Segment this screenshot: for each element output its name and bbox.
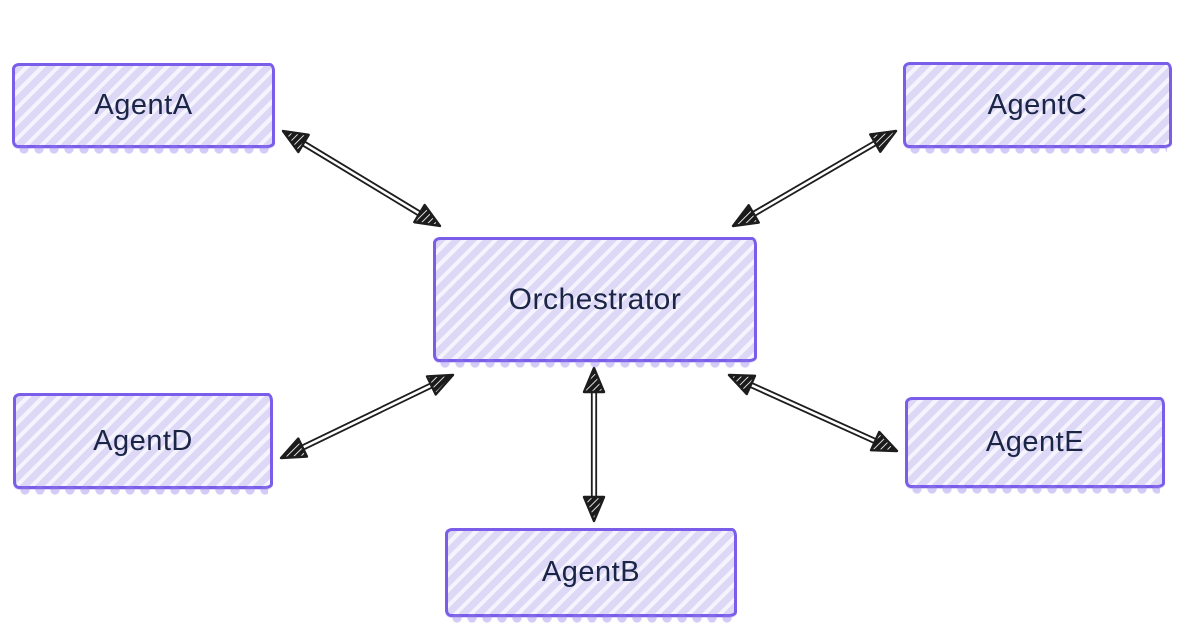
node-agent-b: AgentB — [445, 528, 737, 623]
node-agent-c: AgentC — [903, 62, 1172, 154]
edge-agenta-orchestrator — [281, 129, 442, 228]
node-orchestrator-label: Orchestrator — [508, 282, 682, 316]
node-agent-e: AgentE — [905, 397, 1165, 494]
node-agent-d: AgentD — [13, 393, 273, 495]
edge-agentc-orchestrator — [731, 129, 898, 228]
edge-agentb-orchestrator — [582, 366, 606, 523]
edge-agente-orchestrator — [727, 373, 899, 453]
node-agent-d-label: AgentD — [93, 424, 193, 457]
node-agent-a-label: AgentA — [94, 89, 193, 121]
node-agent-b-label: AgentB — [541, 556, 641, 588]
node-orchestrator: Orchestrator — [433, 237, 757, 368]
edge-agentd-orchestrator — [279, 373, 455, 460]
node-agent-c-label: AgentC — [987, 88, 1088, 121]
node-agent-e-label: AgentE — [985, 426, 1085, 458]
node-agent-a: AgentA — [12, 63, 275, 154]
